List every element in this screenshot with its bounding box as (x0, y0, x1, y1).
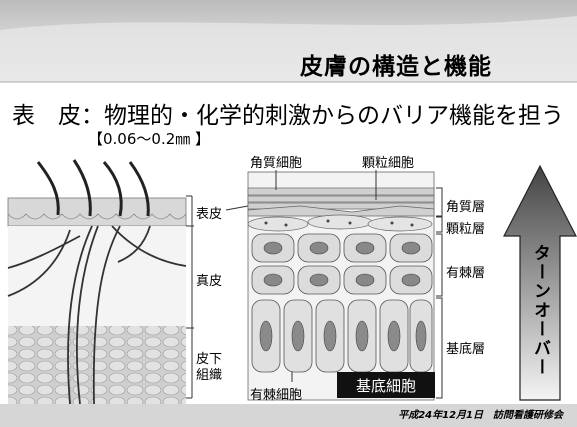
slide-title: 皮膚の構造と機能 (300, 54, 492, 80)
label-granular-cell: 顆粒細胞 (362, 156, 415, 171)
label-spinous-cell: 有棘細胞 (250, 388, 303, 403)
label-basal-cell: 基底細胞 (337, 372, 435, 398)
label-dermis: 真皮 (196, 274, 223, 289)
turnover-label: ターンオーバー (530, 244, 550, 377)
epidermis-thickness: 【0.06～0.2㎜ 】 (88, 130, 211, 148)
header-wave (0, 16, 577, 82)
label-subcutis-line1: 皮下 (196, 352, 223, 367)
spinous-nuclei (263, 241, 421, 287)
footer-text: 平成24年12月1日 訪問看護研修会 (398, 410, 563, 421)
label-stratum-corneum: 角質層 (446, 200, 486, 215)
left-subcutis (8, 326, 186, 404)
granular-cells (247, 214, 433, 232)
left-epidermis (7, 197, 187, 227)
basal-cells (251, 299, 433, 373)
basal-nuclei (259, 320, 427, 352)
label-epidermis: 表皮 (196, 207, 223, 222)
epidermis-ridges (7, 213, 187, 220)
turnover-arrow (503, 164, 577, 401)
hair (36, 161, 60, 216)
label-stratum-spinosum: 有棘層 (446, 266, 486, 281)
label-stratum-basale: 基底層 (446, 342, 486, 357)
footer-band (0, 404, 577, 427)
label-subcutis-line2: 組織 (196, 368, 223, 383)
label-corneocyte: 角質細胞 (250, 156, 303, 171)
epidermis-headline: 表 皮：物理的・化学的刺激からのバリア機能を担う (12, 103, 564, 129)
stratum-corneum-cells (247, 187, 435, 217)
hair (72, 159, 92, 217)
granular-dots (264, 219, 414, 227)
hair (128, 161, 150, 217)
label-stratum-granulosum: 顆粒層 (446, 222, 486, 237)
hair (102, 161, 123, 217)
